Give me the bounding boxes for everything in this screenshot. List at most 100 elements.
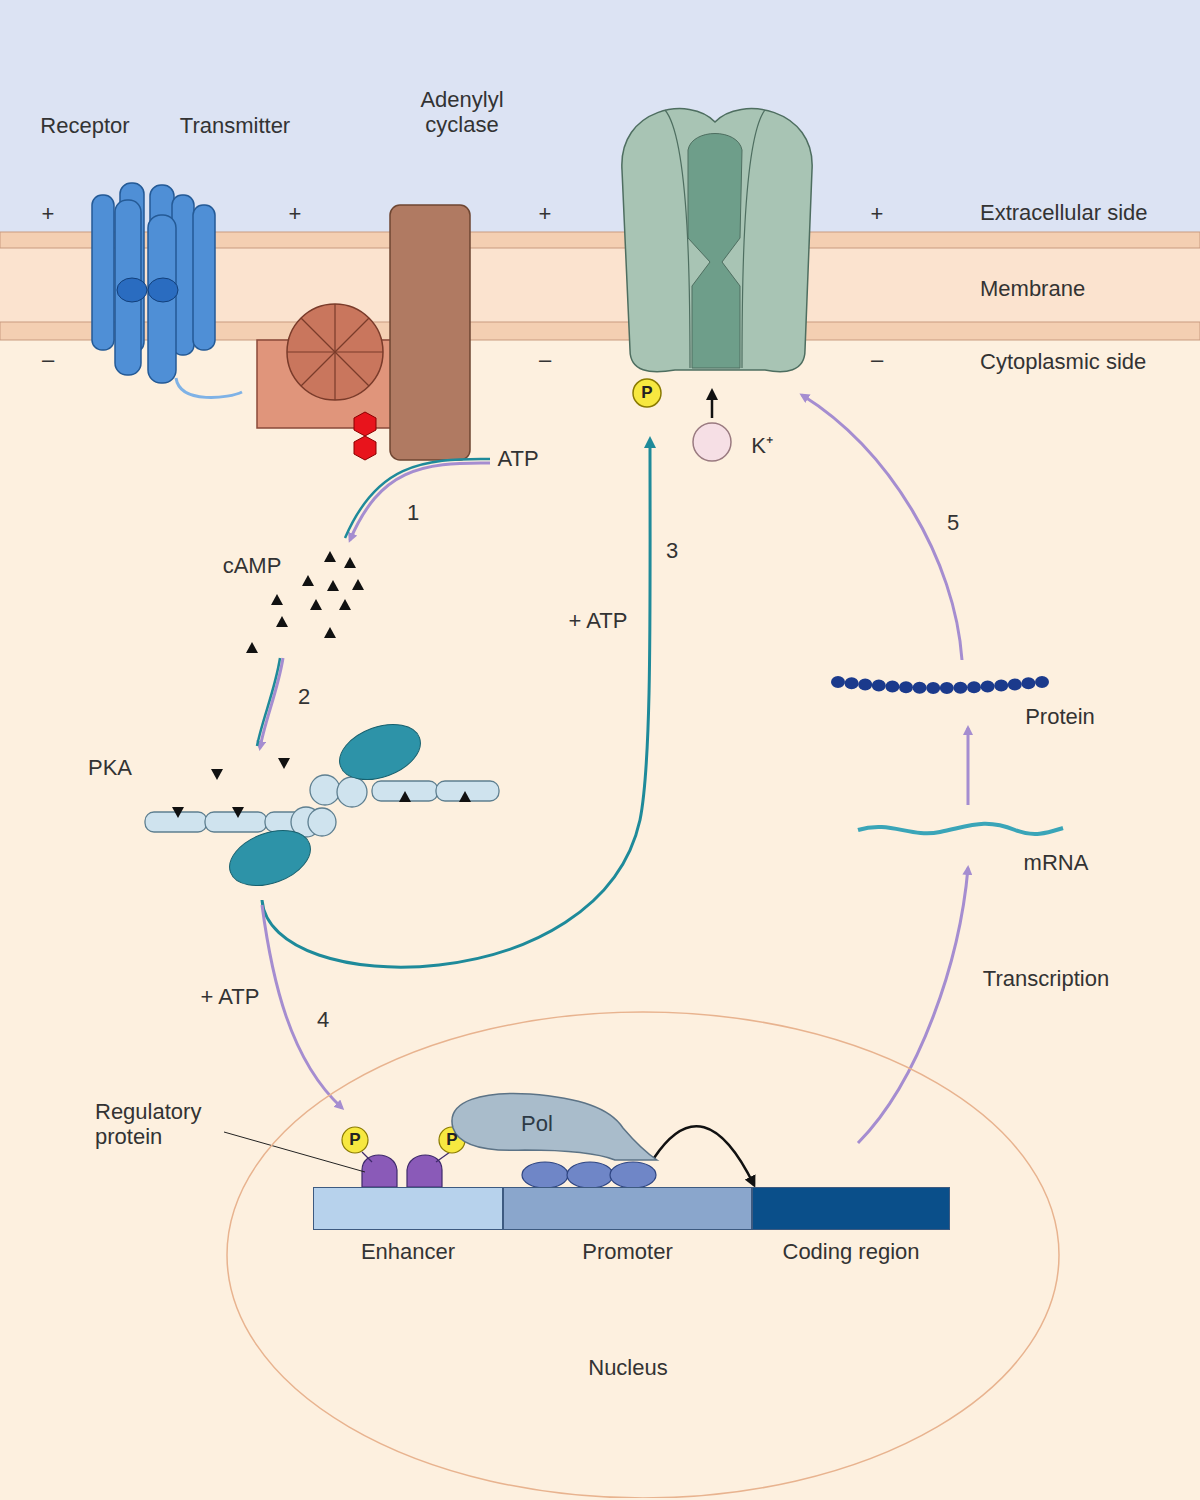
regulatory-protein xyxy=(362,1155,397,1187)
label-wrap: 5 xyxy=(947,510,959,535)
label-wrap: 4 xyxy=(317,1007,329,1032)
pka xyxy=(222,820,318,896)
label-wrap: 3 xyxy=(666,538,678,563)
nucleus-ellipse: NucleusPolEnhancerPromoterCoding region xyxy=(225,1010,1061,1498)
node-text: Coding region xyxy=(783,1239,920,1264)
k-channel xyxy=(693,423,731,461)
g-protein xyxy=(257,304,402,460)
dna-band xyxy=(313,1187,503,1230)
label-wrap: + xyxy=(539,201,552,226)
camp xyxy=(327,580,339,591)
phosphate-mark: P xyxy=(349,1130,360,1150)
part-label: mRNA xyxy=(1024,850,1089,875)
pathway-arrows xyxy=(262,440,650,967)
g-protein xyxy=(287,304,383,400)
node-text: Promoter xyxy=(582,1239,672,1264)
label-wrap: + xyxy=(289,201,302,226)
node-text: Nucleus xyxy=(588,1355,667,1380)
g-protein xyxy=(287,304,383,400)
protein-chain xyxy=(831,676,1049,694)
receptor xyxy=(92,195,114,350)
callout-number: 3 xyxy=(666,538,678,563)
pathway-arrows xyxy=(262,905,342,1108)
k-channel xyxy=(622,109,812,372)
charge-sign: – xyxy=(42,347,54,372)
pathway-arrows xyxy=(967,728,970,805)
camp xyxy=(324,627,336,638)
phosphate-mark: P xyxy=(641,383,652,403)
protein-residue xyxy=(926,682,940,694)
label-wrap: Transmitter xyxy=(180,113,290,138)
nucleus-outline xyxy=(227,1012,1059,1498)
charge-sign: – xyxy=(871,347,883,372)
pathway-arrows xyxy=(257,658,280,746)
dna-band xyxy=(503,1187,752,1230)
protein-residue xyxy=(872,680,886,692)
region-label: Extracellular side xyxy=(980,200,1148,225)
camp xyxy=(310,599,322,610)
g-protein xyxy=(354,412,376,436)
pathway-arrows xyxy=(345,459,490,538)
label-wrap: mRNA xyxy=(1024,850,1089,875)
ion-label: K⁺ xyxy=(751,433,773,458)
label-wrap: + xyxy=(42,201,55,226)
charge-sign: + xyxy=(42,201,55,226)
molecule-label: cAMP xyxy=(223,553,282,578)
pka xyxy=(310,775,340,805)
g-protein xyxy=(334,304,335,352)
label-wrap: + ATP xyxy=(201,984,260,1009)
adenylyl-cyclase xyxy=(390,205,470,460)
molecule-label: + ATP xyxy=(569,608,628,633)
polymerase-subunits xyxy=(522,1162,656,1188)
label-wrap: 2 xyxy=(298,684,310,709)
part-label: Adenylyl cyclase xyxy=(397,87,527,138)
pka xyxy=(332,714,428,790)
pathway-arrows xyxy=(858,868,968,1143)
g-protein xyxy=(334,352,335,400)
label-wrap: ATP xyxy=(497,446,538,471)
pka xyxy=(372,781,438,801)
mrna xyxy=(858,824,1063,834)
camp xyxy=(324,551,336,562)
protein-residue xyxy=(967,681,981,693)
protein-residue xyxy=(953,682,967,694)
pka xyxy=(399,791,411,802)
label-wrap: Extracellular side xyxy=(980,200,1148,225)
pathway-arrows xyxy=(260,658,283,748)
camp xyxy=(352,579,364,590)
pka xyxy=(459,791,471,802)
g-protein xyxy=(301,318,335,352)
part-label: PKA xyxy=(88,755,132,780)
label-wrap: – xyxy=(871,347,883,372)
callout-number: 4 xyxy=(317,1007,329,1032)
regulatory-protein xyxy=(362,1152,372,1162)
pka xyxy=(172,807,184,818)
process-label: Transcription xyxy=(983,966,1109,991)
label-wrap: – xyxy=(42,347,54,372)
label-wrap: Membrane xyxy=(980,276,1085,301)
protein-residue xyxy=(845,677,859,689)
molecule-label: + ATP xyxy=(201,984,260,1009)
label-wrap: Cytoplasmic side xyxy=(980,349,1146,374)
k-channel xyxy=(622,109,812,461)
part-label: Protein xyxy=(1025,704,1095,729)
regulatory-protein xyxy=(436,1152,450,1162)
label-wrap: P xyxy=(446,1130,457,1150)
regulatory-protein xyxy=(407,1155,442,1187)
part-label: Transmitter xyxy=(180,113,290,138)
label-wrap: PKA xyxy=(88,755,132,780)
phosphate-mark: P xyxy=(446,1130,457,1150)
protein-residue xyxy=(899,681,913,693)
region-label: Cytoplasmic side xyxy=(980,349,1146,374)
polymerase-shape: Pol xyxy=(445,1090,660,1162)
node-text: Pol xyxy=(521,1111,553,1136)
camp xyxy=(271,594,283,605)
regulatory-protein xyxy=(224,1132,365,1172)
protein-residue xyxy=(831,676,845,688)
regulatory-protein xyxy=(224,1127,465,1187)
dna-segment: Promoter xyxy=(503,1187,752,1267)
label-wrap: P xyxy=(641,383,652,403)
polymerase-subunits xyxy=(610,1162,656,1188)
protein-residue xyxy=(858,678,872,690)
